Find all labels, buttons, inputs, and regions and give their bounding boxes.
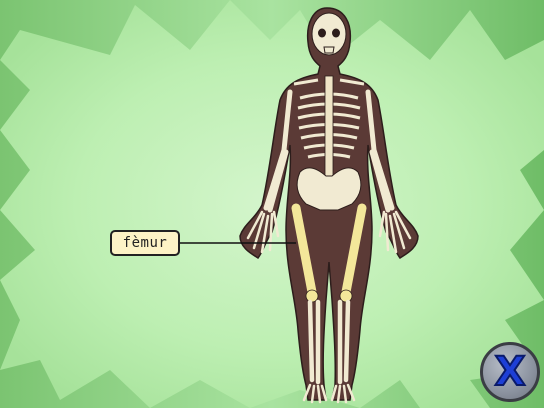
close-button[interactable]: X (480, 342, 540, 402)
spine (325, 76, 333, 186)
femur-label-text: fèmur (123, 235, 168, 251)
femur-label: fèmur (110, 230, 180, 256)
close-icon: X (495, 352, 526, 392)
